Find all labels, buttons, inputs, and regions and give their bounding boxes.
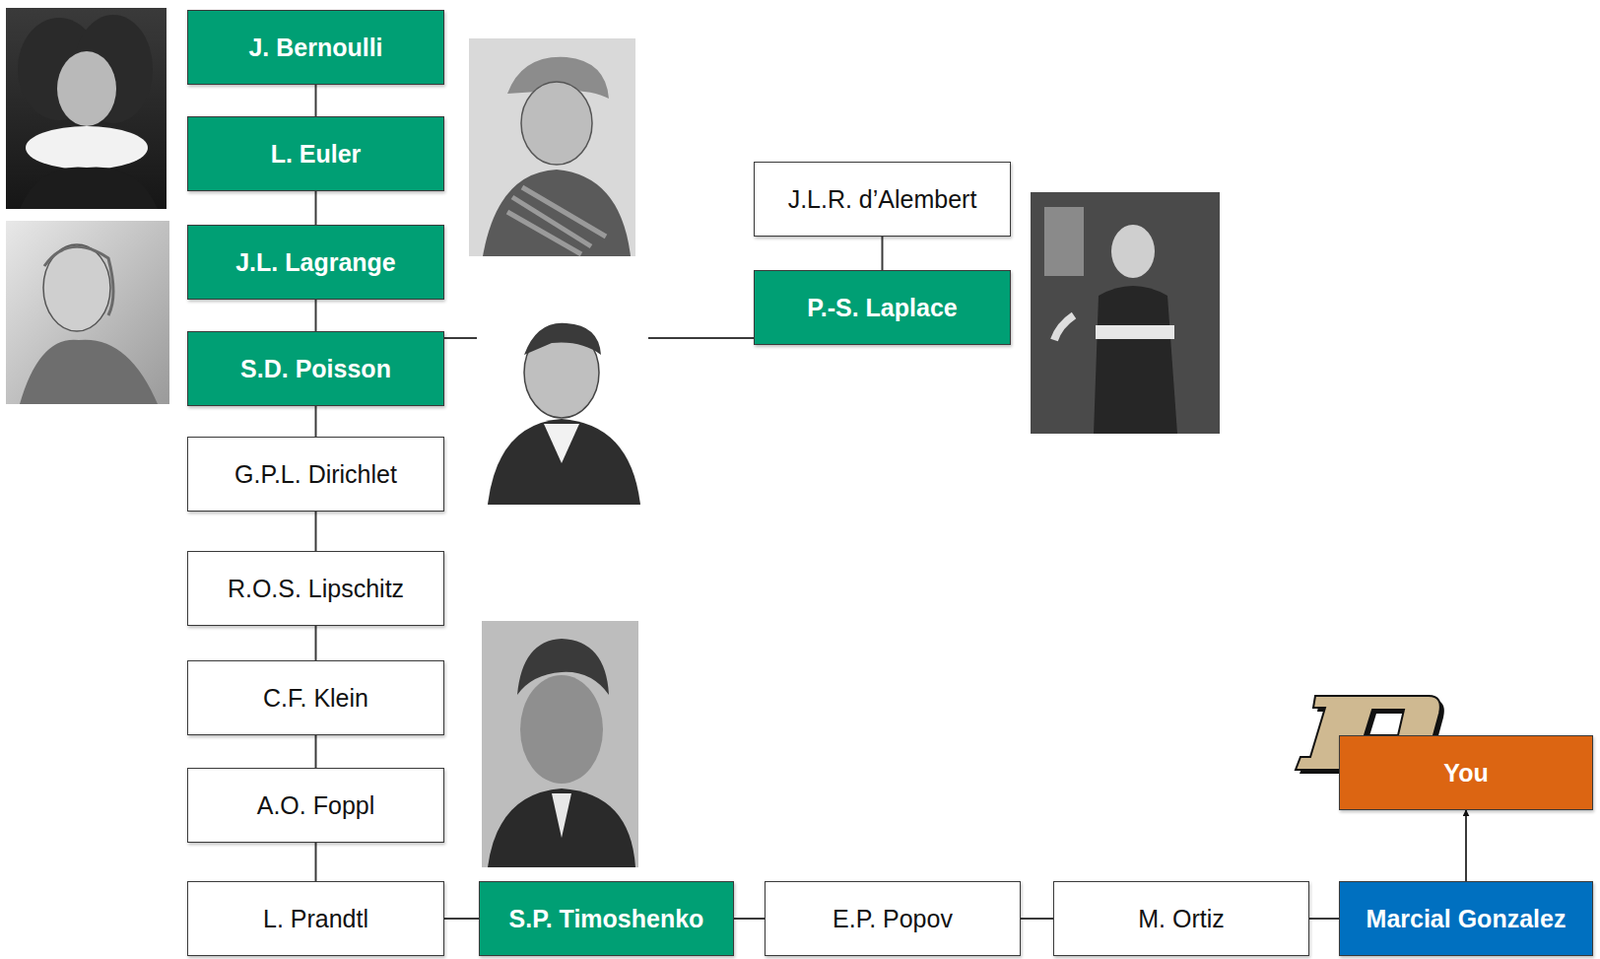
green-box: P.-S. Laplace	[753, 269, 1011, 345]
green-box: J.L. Lagrange	[187, 224, 445, 300]
white-box: J.L.R. d’Alembert	[753, 161, 1011, 237]
white-box: G.P.L. Dirichlet	[187, 436, 445, 512]
person-name: A.O. Foppl	[257, 791, 376, 820]
white-box: M. Ortiz	[1053, 880, 1310, 956]
portrait	[468, 38, 636, 257]
portrait	[476, 311, 649, 508]
white-box: A.O. Foppl	[187, 767, 445, 843]
white-box: R.O.S. Lipschitz	[187, 550, 445, 626]
white-box: E.P. Popov	[764, 880, 1021, 956]
green-box: S.P. Timoshenko	[478, 880, 734, 956]
lineage-connector	[315, 191, 318, 225]
person-name: S.P. Timoshenko	[509, 904, 705, 934]
white-box: L. Prandtl	[187, 880, 445, 956]
blue-box: Marcial Gonzalez	[1338, 880, 1594, 956]
lineage-connector	[1465, 809, 1467, 881]
lineage-connector	[733, 917, 765, 920]
person-name: G.P.L. Dirichlet	[234, 460, 398, 489]
person-name: J.L.R. d’Alembert	[788, 185, 978, 214]
portrait	[5, 7, 167, 209]
person-name: L. Prandtl	[263, 904, 369, 934]
portrait	[481, 620, 639, 867]
person-name: R.O.S. Lipschitz	[227, 574, 404, 603]
person-name: Marcial Gonzalez	[1366, 904, 1567, 934]
lineage-connector	[315, 511, 318, 551]
white-box: C.F. Klein	[187, 660, 445, 735]
lineage-connector	[315, 734, 318, 768]
lineage-connector	[881, 236, 884, 270]
person-name: You	[1443, 758, 1488, 788]
green-box: L. Euler	[187, 116, 445, 192]
person-name: M. Ortiz	[1137, 904, 1225, 934]
lineage-connector	[315, 84, 318, 117]
lineage-connector	[315, 299, 318, 332]
orange-box: You	[1338, 734, 1594, 810]
lineage-connector	[315, 842, 318, 881]
portrait	[1030, 192, 1220, 434]
lineage-connector	[1309, 917, 1339, 920]
person-name: P.-S. Laplace	[806, 293, 957, 323]
green-box: S.D. Poisson	[187, 331, 445, 406]
lineage-connector	[444, 917, 479, 920]
person-name: E.P. Popov	[832, 904, 953, 934]
green-box: J. Bernoulli	[187, 9, 445, 85]
lineage-connector	[1020, 917, 1054, 920]
lineage-connector	[315, 625, 318, 661]
person-name: J.L. Lagrange	[235, 248, 397, 277]
person-name: C.F. Klein	[263, 683, 369, 713]
person-name: J. Bernoulli	[248, 33, 383, 63]
lineage-connector	[315, 405, 318, 437]
portrait	[5, 220, 170, 404]
person-name: S.D. Poisson	[240, 354, 392, 384]
person-name: L. Euler	[270, 139, 362, 169]
